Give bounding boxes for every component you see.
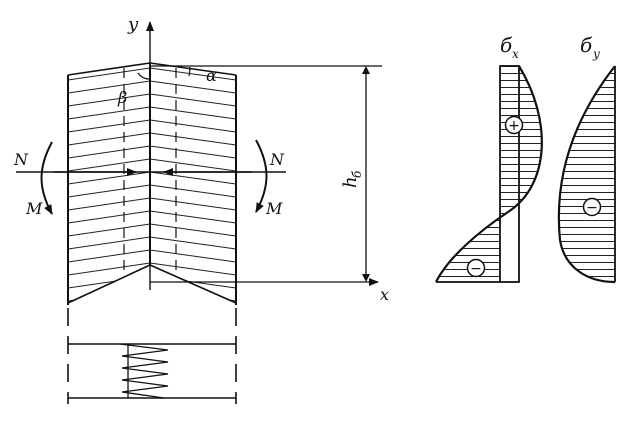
laminate-line: [149, 106, 236, 120]
laminate-line: [149, 184, 236, 198]
sigma-x-diagram: [435, 65, 543, 283]
laminate-line: [149, 171, 236, 185]
force-right-label: N: [269, 150, 285, 169]
finger-joint-detail: [67, 308, 237, 404]
height-dimension: [362, 66, 370, 282]
beam-section: [67, 62, 237, 305]
moment-right-label: M: [265, 199, 283, 218]
laminate-line: [149, 197, 236, 211]
coordinate-axes: [16, 21, 382, 290]
laminate-line: [149, 249, 236, 263]
alpha-angle-arc: [188, 66, 191, 77]
sigma-y-label: б: [580, 33, 593, 57]
laminate-line: [68, 171, 151, 185]
laminate-line: [68, 145, 151, 159]
laminate-line: [149, 236, 236, 250]
sigma-y-sub: y: [592, 47, 600, 61]
laminate-line: [68, 275, 151, 289]
plus-sign: +: [508, 118, 520, 134]
height-label-sub: б: [350, 170, 364, 178]
laminate-line: [68, 67, 151, 81]
minus-sign-y: −: [586, 200, 598, 216]
laminate-line: [149, 223, 236, 237]
height-label: h б: [340, 170, 364, 188]
sigma-y-diagram: [557, 65, 616, 284]
laminate-line: [149, 119, 236, 133]
force-left-label: N: [13, 150, 29, 169]
laminate-line: [68, 119, 151, 133]
axis-x-label: x: [380, 285, 389, 304]
laminate-line: [149, 93, 236, 107]
sigma-x-label: б: [500, 33, 513, 57]
axis-y-label: y: [127, 14, 139, 35]
laminate-line: [68, 262, 151, 276]
laminate-line: [68, 236, 151, 250]
minus-sign-x: −: [470, 261, 482, 277]
laminate-line: [68, 210, 151, 224]
laminate-line: [149, 132, 236, 146]
laminate-hatching: [68, 67, 236, 303]
laminate-line: [68, 93, 151, 107]
beta-label: β: [117, 88, 127, 107]
laminate-line: [149, 301, 236, 303]
laminate-line: [68, 132, 151, 146]
laminate-line: [68, 106, 151, 120]
laminate-line: [68, 301, 151, 303]
laminate-line: [68, 184, 151, 198]
laminate-line: [149, 80, 236, 94]
moment-left-label: M: [25, 199, 43, 218]
alpha-label: α: [206, 66, 217, 85]
laminate-line: [68, 249, 151, 263]
height-label-main: h: [340, 176, 361, 188]
laminate-line: [68, 223, 151, 237]
sigma-x-sub: x: [512, 47, 519, 61]
laminate-line: [149, 67, 236, 81]
laminate-line: [68, 288, 151, 302]
laminate-line: [149, 158, 236, 172]
laminate-line: [68, 158, 151, 172]
laminate-line: [149, 288, 236, 302]
bending-moments: [40, 139, 268, 215]
laminate-line: [149, 210, 236, 224]
laminate-line: [68, 80, 151, 94]
laminate-line: [149, 145, 236, 159]
laminate-line: [149, 262, 236, 276]
beta-angle-arc: [137, 72, 151, 80]
laminate-line: [68, 197, 151, 211]
